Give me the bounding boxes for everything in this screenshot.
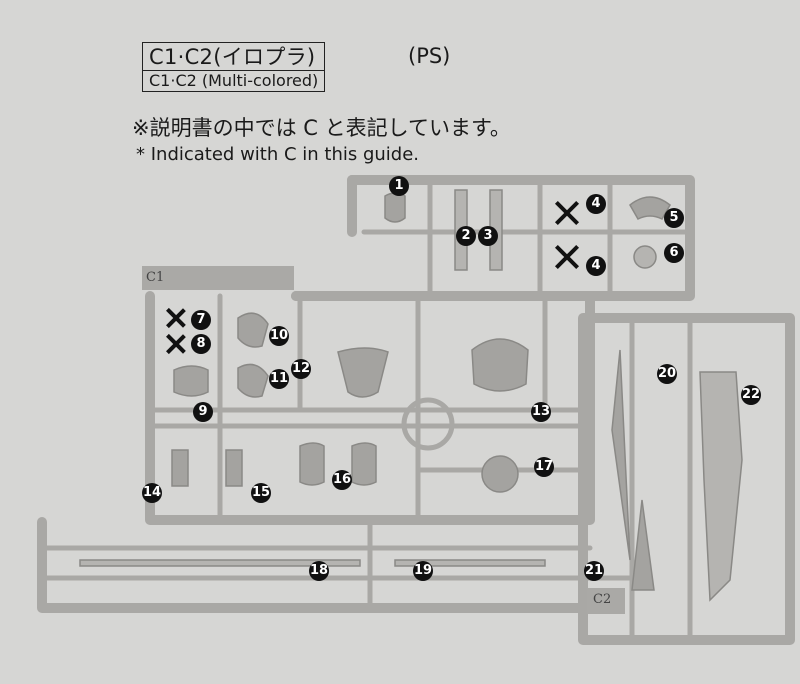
- part-number-21: 21: [584, 561, 604, 581]
- part-number-3: 3: [478, 226, 498, 246]
- part-18: [79, 559, 361, 567]
- part-number-1: 1: [389, 176, 409, 196]
- part-10: [237, 312, 269, 348]
- part-number-8: 8: [191, 334, 211, 354]
- part-number-11: 11: [269, 369, 289, 389]
- part-number-16: 16: [332, 470, 352, 490]
- c1-runner-ring: [401, 397, 455, 451]
- part-17: [481, 455, 519, 493]
- part-11: [237, 363, 269, 398]
- part-number-10: 10: [269, 326, 289, 346]
- c2-runner-frame: [578, 313, 795, 645]
- runner-subtitle: C1·C2 (Multi-colored): [143, 70, 325, 91]
- runner-title: C1·C2(イロプラ): [149, 45, 316, 69]
- part-14: [171, 449, 189, 487]
- part-number-19: 19: [413, 561, 433, 581]
- lower-runner-frame: [37, 517, 595, 613]
- upper-runner-bars: [361, 177, 693, 299]
- part-5: [629, 196, 671, 220]
- unused-mark-x-icon: [166, 308, 186, 328]
- part-number-13: 13: [531, 402, 551, 422]
- part-number-7: 7: [191, 310, 211, 330]
- runner-tag-c2: C2: [587, 588, 625, 614]
- note-english: * Indicated with C in this guide.: [136, 144, 420, 165]
- part-number-2: 2: [456, 226, 476, 246]
- part-16: [299, 442, 377, 486]
- part-22: [699, 371, 743, 602]
- part-number-18: 18: [309, 561, 329, 581]
- note-japanese: ※説明書の中では C と表記しています。: [132, 116, 511, 140]
- part-number-17: 17: [534, 457, 554, 477]
- part-number-5: 5: [664, 208, 684, 228]
- part-number-12: 12: [291, 359, 311, 379]
- unused-mark-x-icon: [166, 334, 186, 354]
- part-19: [394, 559, 546, 567]
- part-15: [225, 449, 243, 487]
- unused-mark-x-icon: [554, 244, 580, 270]
- part-12: [337, 347, 389, 398]
- part-21: [631, 499, 655, 591]
- part-number-4b: 4: [586, 256, 606, 276]
- material-label: (PS): [408, 44, 451, 68]
- unused-mark-x-icon: [554, 200, 580, 226]
- part-number-6: 6: [664, 243, 684, 263]
- part-number-14: 14: [142, 483, 162, 503]
- part-number-22: 22: [741, 385, 761, 405]
- c1-runner-frame: [145, 291, 595, 525]
- part-number-9: 9: [193, 402, 213, 422]
- part-number-20: 20: [657, 364, 677, 384]
- part-13: [471, 338, 529, 392]
- part-1: [384, 192, 406, 223]
- part-6: [633, 245, 657, 269]
- part-20: [611, 349, 631, 561]
- part-number-4a: 4: [586, 194, 606, 214]
- runner-title-box: C1·C2(イロプラ) C1·C2 (Multi-colored): [142, 42, 326, 92]
- runner-tag-c1: C1: [142, 266, 294, 290]
- c1-runner-bars: [147, 293, 593, 523]
- part-number-15: 15: [251, 483, 271, 503]
- part-9: [173, 365, 209, 397]
